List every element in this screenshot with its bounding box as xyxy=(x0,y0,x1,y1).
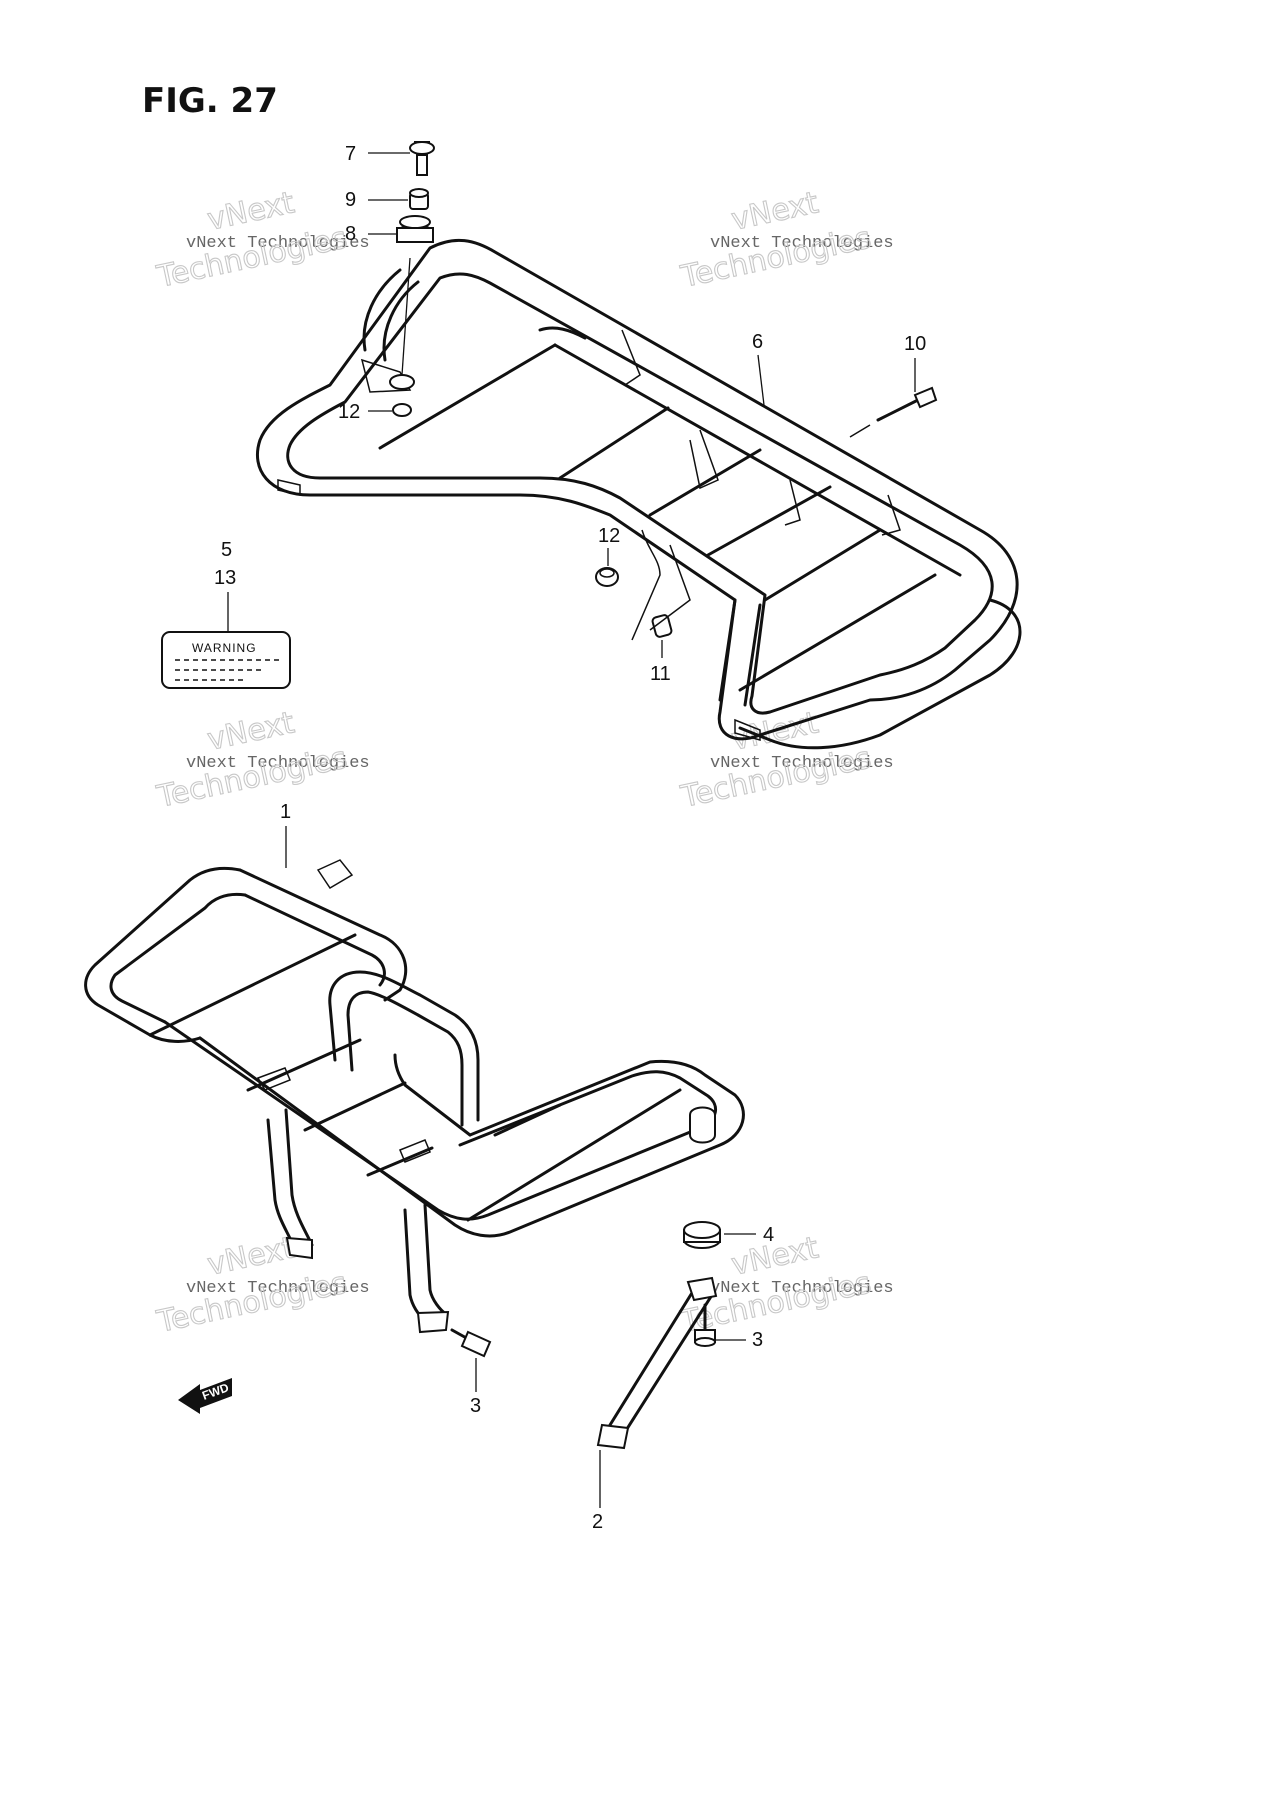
callout-9: 9 xyxy=(345,189,408,211)
callout-1: 1 xyxy=(280,801,291,868)
svg-text:vNext: vNext xyxy=(204,1230,297,1283)
callout-3-left: 3 xyxy=(470,1358,481,1417)
svg-text:vNext: vNext xyxy=(728,1230,821,1283)
callout-11: 11 xyxy=(650,640,671,685)
svg-text:Technologies: Technologies xyxy=(677,741,874,816)
part-11-collar xyxy=(651,614,673,638)
watermark-5: vNext Technologies Technologies vNext xyxy=(153,1230,370,1341)
callout-4: 4 xyxy=(724,1224,774,1246)
svg-text:6: 6 xyxy=(752,331,763,353)
part-10-bolt xyxy=(849,386,938,438)
svg-text:9: 9 xyxy=(345,189,356,211)
warning-heading: WARNING xyxy=(192,641,257,655)
callout-7: 7 xyxy=(345,143,410,165)
part-7-bolt xyxy=(409,141,435,176)
callout-2: 2 xyxy=(592,1450,603,1533)
svg-text:vNext Technologies: vNext Technologies xyxy=(710,234,894,253)
svg-text:Technologies: Technologies xyxy=(153,1266,350,1341)
part-2-stay xyxy=(596,1276,718,1450)
svg-text:8: 8 xyxy=(345,223,356,245)
svg-text:vNext Technologies: vNext Technologies xyxy=(710,1279,894,1298)
svg-text:3: 3 xyxy=(470,1395,481,1417)
bracket-lower xyxy=(649,544,691,631)
watermark-4: vNext Technologies Technologies vNext xyxy=(677,705,894,816)
svg-text:11: 11 xyxy=(650,663,671,685)
callout-5: 5 xyxy=(221,539,232,561)
callout-10: 10 xyxy=(904,333,926,392)
watermark-3: vNext Technologies Technologies vNext xyxy=(153,705,370,816)
watermark-1: vNext Technologies Technologies vNext xyxy=(153,185,370,296)
svg-text:2: 2 xyxy=(592,1511,603,1533)
svg-text:Technologies: Technologies xyxy=(677,221,874,296)
part-12-nut-lower xyxy=(595,567,619,587)
rear-carrier xyxy=(255,238,1022,750)
svg-text:Technologies: Technologies xyxy=(153,741,350,816)
svg-text:12: 12 xyxy=(598,525,620,547)
part-3-bolt-left xyxy=(450,1328,492,1358)
svg-text:Technologies: Technologies xyxy=(153,221,350,296)
svg-text:vNext: vNext xyxy=(204,705,297,758)
part-8-grommet xyxy=(396,215,434,243)
callout-6: 6 xyxy=(752,331,765,406)
warning-label: WARNING xyxy=(161,631,291,689)
svg-text:vNext Technologies: vNext Technologies xyxy=(710,754,894,773)
svg-text:vNext Technologies: vNext Technologies xyxy=(186,234,370,253)
leader-11 xyxy=(631,529,661,641)
svg-text:vNext Technologies: vNext Technologies xyxy=(186,1279,370,1298)
callout-12-upper: 12 xyxy=(338,401,392,423)
svg-text:4: 4 xyxy=(763,1224,774,1246)
svg-text:10: 10 xyxy=(904,333,926,355)
svg-text:12: 12 xyxy=(338,401,360,423)
part-12-nut-upper xyxy=(392,403,412,417)
svg-text:13: 13 xyxy=(214,567,236,589)
svg-text:vNext: vNext xyxy=(728,185,821,238)
callout-3-right: 3 xyxy=(716,1329,763,1351)
watermark-2: vNext Technologies Technologies vNext xyxy=(677,185,894,296)
part-9-collar xyxy=(409,188,429,210)
svg-text:1: 1 xyxy=(280,801,291,823)
front-carrier xyxy=(84,859,745,1334)
svg-text:vNext Technologies: vNext Technologies xyxy=(186,754,370,773)
callout-12-lower: 12 xyxy=(598,525,620,566)
part-3-bolt-right xyxy=(694,1303,716,1347)
svg-text:7: 7 xyxy=(345,143,356,165)
callout-13: 13 xyxy=(214,567,236,632)
part-4-grommet xyxy=(683,1221,721,1249)
fwd-arrow: FWD xyxy=(178,1378,232,1414)
callout-8: 8 xyxy=(345,223,396,245)
svg-text:vNext: vNext xyxy=(204,185,297,238)
figure-title: FIG. 27 xyxy=(142,81,278,121)
svg-text:5: 5 xyxy=(221,539,232,561)
svg-text:3: 3 xyxy=(752,1329,763,1351)
